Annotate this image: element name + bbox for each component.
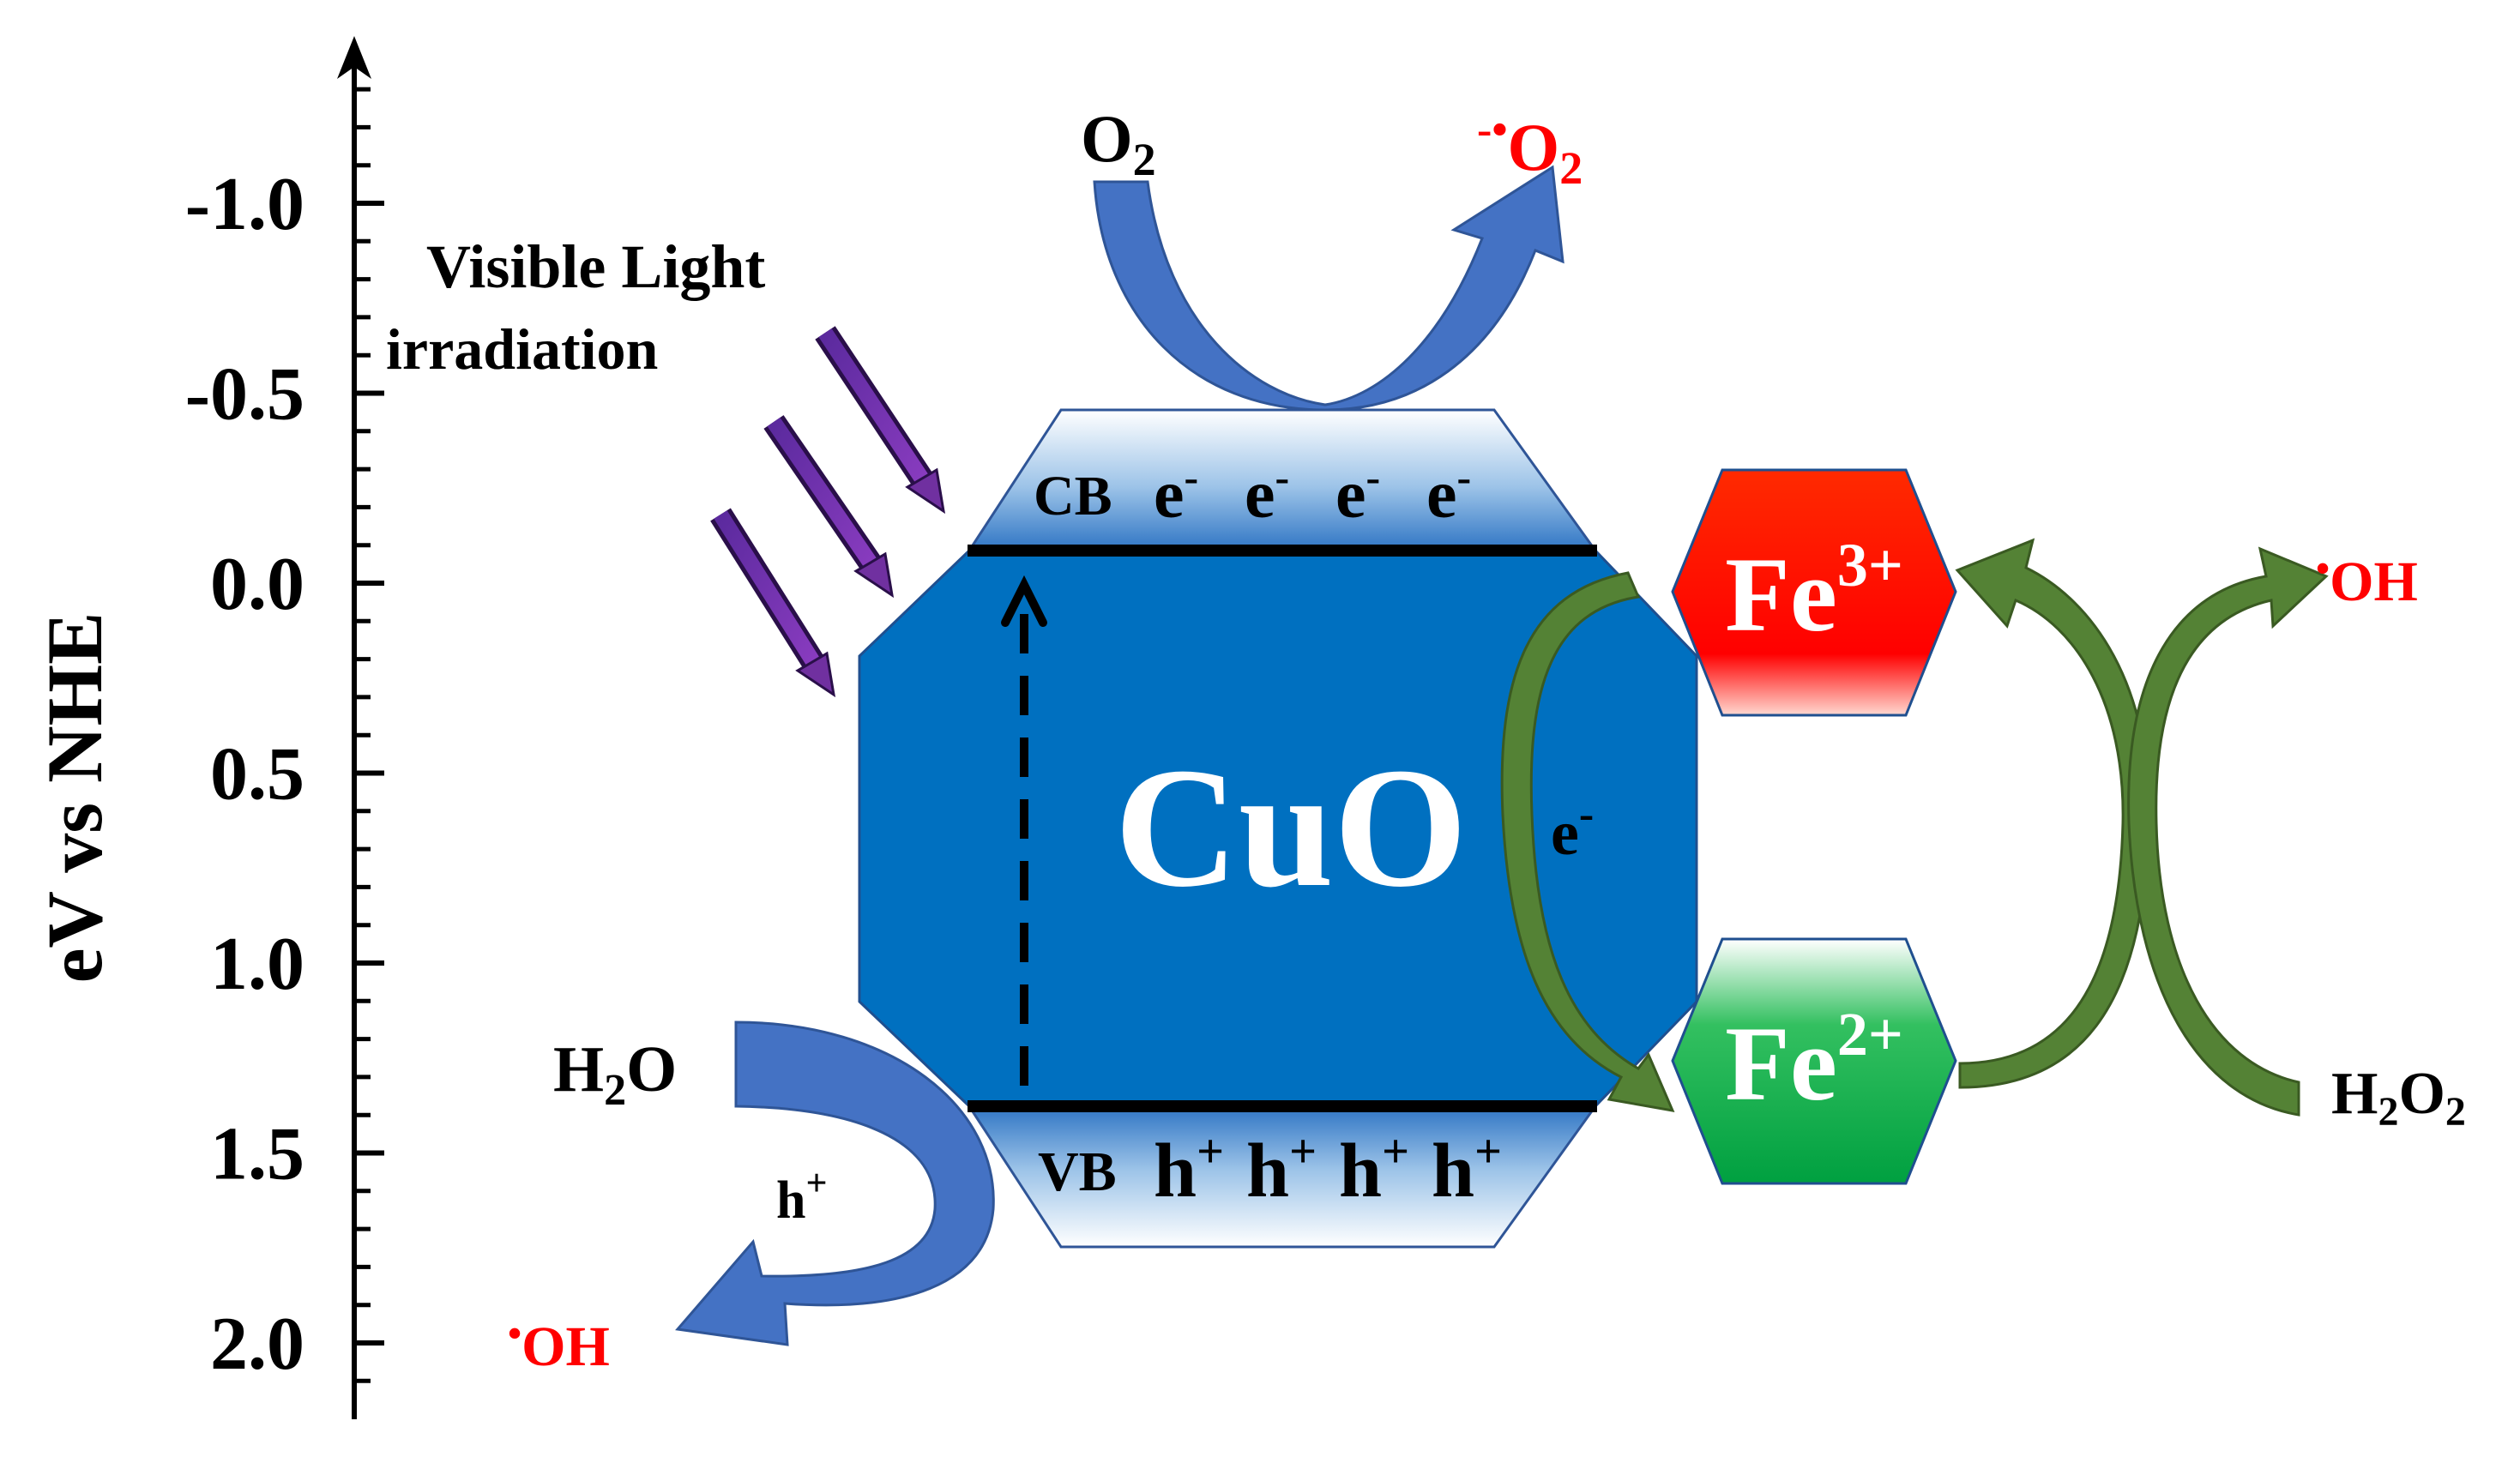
axis-tick-label: 1.5 <box>210 1113 304 1196</box>
cb-electron: e- <box>1426 453 1471 533</box>
vb-holes: h+h+h+h+ <box>1154 1125 1502 1213</box>
axis-tick-label: 2.0 <box>210 1303 304 1386</box>
cb-label: CB <box>1034 465 1112 527</box>
axis-tick-label: -0.5 <box>185 353 304 436</box>
fe3-hexagon <box>1671 468 1957 717</box>
fe3-ion: Fe3+ <box>1671 468 1957 717</box>
o2-curved-arrow <box>1093 165 1564 412</box>
electron-transfer: e- <box>1500 571 1675 1112</box>
energy-axis: -1.0 -0.5 0.0 0.5 1.0 1.5 2.0 eV vs NHE <box>31 36 384 1419</box>
h2o2-label: H2O2 <box>2331 1061 2466 1135</box>
hole-label: h+ <box>776 1162 828 1230</box>
cuo-particle: CuO CB e-e-e-e- VB h+h+h+h+ <box>858 408 1698 1249</box>
fenton-cycle: H2O2 •OH <box>1955 538 2466 1135</box>
superoxide-product: -•O2 <box>1477 105 1583 194</box>
vb-hole: h+ <box>1432 1125 1502 1213</box>
hydroxyl-radical-right: •OH <box>2316 546 2418 613</box>
excitation-arrowhead <box>1001 575 1047 627</box>
cuo-label: CuO <box>1114 733 1467 923</box>
water-reactant: H2O <box>553 1033 677 1115</box>
fe2-hexagon <box>1671 937 1957 1185</box>
light-label-line1: Visible Light <box>426 232 765 301</box>
cb-electron: e- <box>1245 453 1289 533</box>
fe2-label: Fe2+ <box>1725 1000 1903 1123</box>
cb-electron: e- <box>1154 453 1198 533</box>
fe2-to-fe3-arrow <box>1955 538 2150 1089</box>
axis-tick-label: 0.0 <box>210 543 304 626</box>
axis-tick-label: 0.5 <box>210 733 304 816</box>
cb-electron: e- <box>1335 453 1380 533</box>
light-label-line2: irradiation <box>386 316 658 382</box>
water-oxidation: H2O h+ •OH <box>508 1020 995 1378</box>
axis-arrowhead <box>337 36 371 79</box>
light-arrow-2 <box>763 415 895 599</box>
o2-reactant: O2 <box>1081 101 1156 185</box>
light-arrow-1 <box>815 326 946 515</box>
vb-label: VB <box>1038 1141 1117 1203</box>
cb-electrons: e-e-e-e- <box>1154 453 1471 533</box>
fe3-label: Fe3+ <box>1725 531 1903 653</box>
light-arrow-3 <box>710 508 836 698</box>
o2-reduction: O2 -•O2 <box>1081 101 1583 412</box>
h2o2-to-oh-arrow <box>2127 546 2329 1117</box>
visible-light: Visible Light irradiation <box>386 232 946 698</box>
hydroxyl-radical-left: •OH <box>508 1311 610 1378</box>
vb-hole: h+ <box>1339 1125 1409 1213</box>
electron-transfer-label: e- <box>1551 790 1594 869</box>
electron-transfer-arrow <box>1500 571 1675 1112</box>
water-curved-arrow <box>675 1020 995 1346</box>
axis-ticks: -1.0 -0.5 0.0 0.5 1.0 1.5 2.0 <box>185 87 384 1386</box>
vb-hole: h+ <box>1154 1125 1224 1213</box>
axis-tick-label: -1.0 <box>185 163 304 246</box>
fe2-ion: Fe2+ <box>1671 937 1957 1185</box>
axis-label: eV vs NHE <box>31 612 118 984</box>
axis-tick-label: 1.0 <box>210 923 304 1006</box>
vb-hole: h+ <box>1246 1125 1317 1213</box>
